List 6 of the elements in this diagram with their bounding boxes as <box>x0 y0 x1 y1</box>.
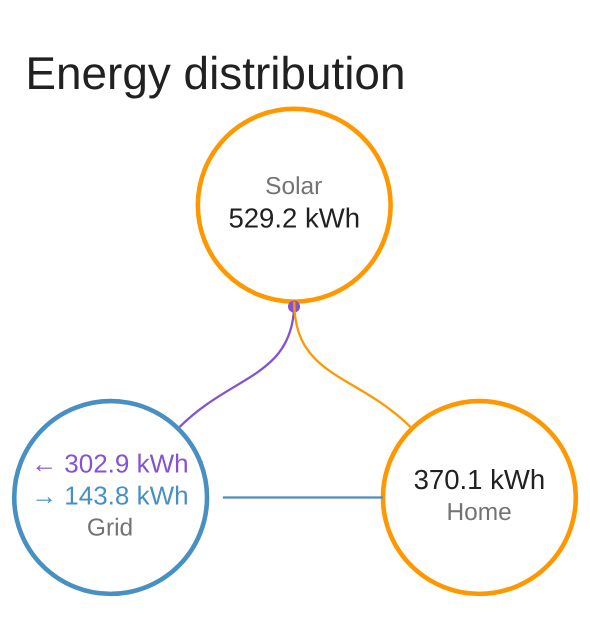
node-circle: Solar 529.2 kWh <box>196 106 393 304</box>
diagram-title: Energy distribution <box>25 46 406 99</box>
connector <box>222 496 383 499</box>
node-circle: ← 302.9 kWh → 143.8 kWh Grid <box>12 398 210 596</box>
connector <box>293 302 412 428</box>
node-circle: 370.1 kWh Home <box>380 398 578 596</box>
